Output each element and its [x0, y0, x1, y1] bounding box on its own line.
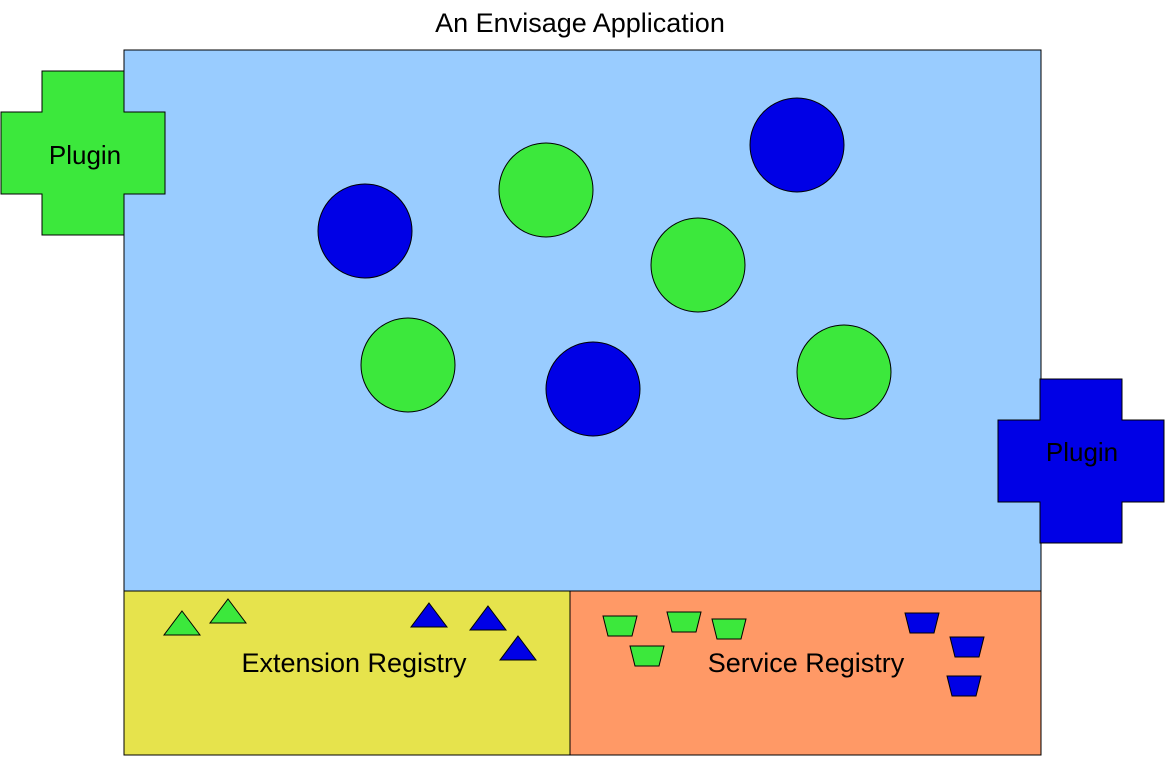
plugin-left: Plugin — [0, 70, 166, 236]
component-circle-green — [650, 217, 746, 313]
plugin-left-shape — [0, 70, 166, 236]
service-registry-items — [602, 611, 985, 697]
component-circle-blue — [545, 341, 641, 437]
extension-triangle-blue — [469, 605, 507, 631]
service-trapezoid-green — [711, 618, 747, 640]
service-registry-label: Service Registry — [708, 648, 905, 678]
service-trapezoid-blue — [904, 612, 940, 634]
component-circles — [317, 97, 892, 437]
extension-registry-items — [163, 598, 537, 661]
component-circle-green — [498, 142, 594, 238]
component-circle-blue — [317, 183, 413, 279]
extension-triangle-green — [163, 610, 201, 636]
component-circle-blue — [749, 97, 845, 193]
extension-triangle-blue — [499, 635, 537, 661]
service-trapezoid-blue — [946, 675, 982, 697]
plugin-right: Plugin — [997, 378, 1165, 544]
application-region — [123, 49, 1042, 592]
plugin-left-label: Plugin — [49, 140, 121, 170]
extension-triangle-blue — [410, 602, 448, 628]
component-circle-green — [796, 324, 892, 420]
plugin-right-shape — [997, 378, 1165, 544]
extension-registry-label: Extension Registry — [241, 648, 467, 678]
service-trapezoid-green — [666, 611, 702, 633]
service-trapezoid-green — [629, 645, 665, 667]
service-trapezoid-green — [602, 615, 638, 637]
component-circle-green — [360, 317, 456, 413]
extension-triangle-green — [209, 598, 247, 624]
diagram-title: An Envisage Application — [435, 8, 725, 38]
plugin-right-label: Plugin — [1046, 437, 1118, 467]
service-registry-box — [569, 590, 1042, 756]
service-trapezoid-blue — [949, 636, 985, 658]
